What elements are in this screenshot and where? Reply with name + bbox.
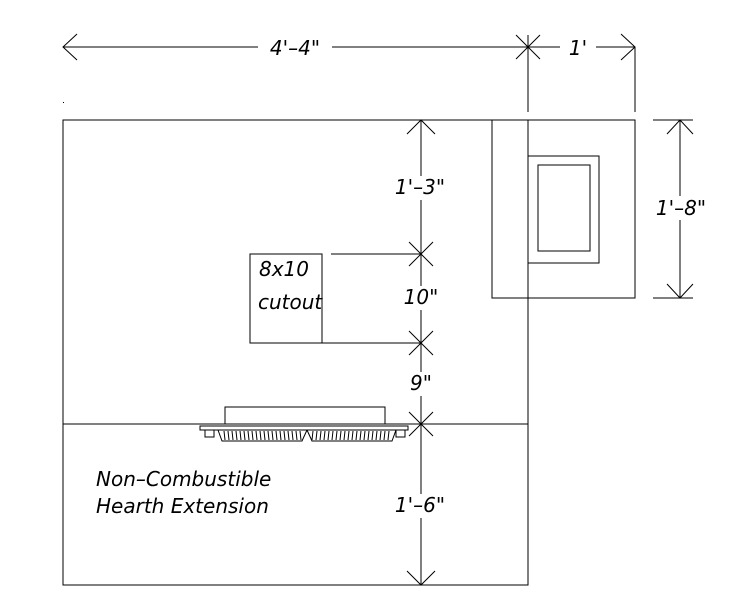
stove-unit-outline (491, 119, 636, 299)
floor-register (199, 406, 409, 442)
stray-mark (63, 102, 64, 103)
cutout-box (249, 253, 323, 344)
top-dimension (62, 33, 636, 112)
center-dimension-chain (390, 119, 450, 586)
dim-label-3: 9" (410, 371, 432, 395)
dim-label-4: 1'–6" (395, 493, 445, 517)
hearth-label-line2: Hearth Extension (96, 494, 269, 518)
cutout-label-line1: 8x10 (259, 257, 309, 281)
dim-label-2: 10" (404, 285, 439, 309)
stove-inner-frame (537, 164, 591, 252)
right-height-label: 1'–8" (656, 196, 706, 220)
top-width-label: 4'–4" (270, 36, 320, 60)
stove-outer-frame (527, 155, 600, 264)
right-dimension (648, 119, 714, 299)
top-right-label: 1' (569, 36, 587, 60)
hearth-label-line1: Non–Combustible (96, 467, 271, 491)
cutout-label-line2: cutout (258, 290, 323, 314)
room-outline (62, 119, 529, 586)
dim-label-1: 1'–3" (395, 175, 445, 199)
